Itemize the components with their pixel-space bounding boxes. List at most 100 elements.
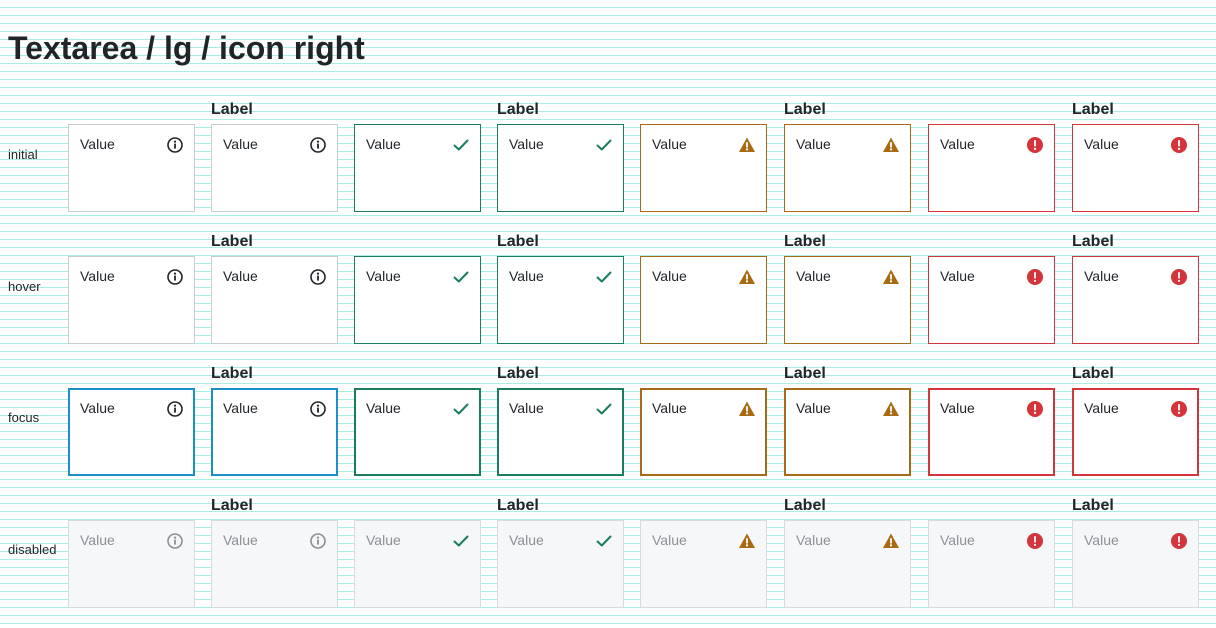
warning-triangle-icon — [738, 532, 756, 550]
textarea-value: Value — [796, 532, 831, 548]
textarea-value: Value — [1084, 268, 1119, 284]
field-label: Label — [1072, 365, 1114, 382]
textarea-error-labeled: Value — [1072, 520, 1199, 608]
field-label: Label — [784, 365, 826, 382]
textarea-success[interactable]: Value — [354, 256, 481, 344]
textarea-neutral[interactable]: Value — [68, 388, 195, 476]
info-circle-icon — [309, 136, 327, 154]
textarea-neutral-labeled[interactable]: Value — [211, 256, 338, 344]
checkmark-icon — [452, 136, 470, 154]
textarea-neutral-labeled[interactable]: Value — [211, 388, 338, 476]
checkmark-icon — [595, 136, 613, 154]
textarea-neutral[interactable]: Value — [68, 256, 195, 344]
textarea-success[interactable]: Value — [354, 388, 481, 476]
field-label: Label — [497, 101, 539, 118]
textarea-neutral[interactable]: Value — [68, 124, 195, 212]
textarea-error: Value — [928, 520, 1055, 608]
field-label: Label — [497, 497, 539, 514]
error-circle-icon — [1170, 400, 1188, 418]
info-circle-icon — [309, 532, 327, 550]
textarea-value: Value — [366, 136, 401, 152]
textarea-error[interactable]: Value — [928, 256, 1055, 344]
checkmark-icon — [452, 532, 470, 550]
error-circle-icon — [1026, 532, 1044, 550]
textarea-value: Value — [1084, 136, 1119, 152]
field-label: Label — [211, 101, 253, 118]
textarea-warning: Value — [640, 520, 767, 608]
textarea-success[interactable]: Value — [354, 124, 481, 212]
error-circle-icon — [1026, 400, 1044, 418]
error-circle-icon — [1170, 136, 1188, 154]
textarea-warning[interactable]: Value — [640, 256, 767, 344]
textarea-value: Value — [366, 400, 401, 416]
checkmark-icon — [595, 400, 613, 418]
textarea-warning-labeled[interactable]: Value — [784, 256, 911, 344]
textarea-success-labeled[interactable]: Value — [497, 256, 624, 344]
textarea-value: Value — [366, 268, 401, 284]
textarea-value: Value — [796, 400, 831, 416]
textarea-value: Value — [652, 268, 687, 284]
info-circle-icon — [166, 400, 184, 418]
error-circle-icon — [1170, 532, 1188, 550]
info-circle-icon — [309, 400, 327, 418]
textarea-error-labeled[interactable]: Value — [1072, 388, 1199, 476]
textarea-success-labeled[interactable]: Value — [497, 124, 624, 212]
field-label: Label — [1072, 101, 1114, 118]
textarea-value: Value — [223, 400, 258, 416]
textarea-value: Value — [652, 136, 687, 152]
textarea-value: Value — [80, 268, 115, 284]
field-label: Label — [211, 497, 253, 514]
warning-triangle-icon — [738, 268, 756, 286]
textarea-error-labeled[interactable]: Value — [1072, 124, 1199, 212]
textarea-value: Value — [940, 400, 975, 416]
textarea-value: Value — [940, 136, 975, 152]
warning-triangle-icon — [738, 400, 756, 418]
field-label: Label — [784, 497, 826, 514]
info-circle-icon — [166, 532, 184, 550]
textarea-error[interactable]: Value — [928, 388, 1055, 476]
error-circle-icon — [1026, 136, 1044, 154]
textarea-error-labeled[interactable]: Value — [1072, 256, 1199, 344]
textarea-value: Value — [652, 400, 687, 416]
textarea-value: Value — [940, 532, 975, 548]
info-circle-icon — [309, 268, 327, 286]
textarea-value: Value — [509, 268, 544, 284]
textarea-value: Value — [509, 136, 544, 152]
textarea-success-labeled: Value — [497, 520, 624, 608]
textarea-warning[interactable]: Value — [640, 124, 767, 212]
field-label: Label — [1072, 497, 1114, 514]
textarea-neutral: Value — [68, 520, 195, 608]
page-title: Textarea / lg / icon right — [8, 30, 365, 66]
checkmark-icon — [452, 400, 470, 418]
textarea-value: Value — [796, 136, 831, 152]
field-label: Label — [211, 365, 253, 382]
textarea-value: Value — [1084, 532, 1119, 548]
textarea-value: Value — [940, 268, 975, 284]
textarea-value: Value — [223, 532, 258, 548]
textarea-value: Value — [223, 136, 258, 152]
warning-triangle-icon — [882, 532, 900, 550]
textarea-value: Value — [509, 532, 544, 548]
warning-triangle-icon — [738, 136, 756, 154]
state-label: disabled — [8, 542, 57, 557]
textarea-value: Value — [80, 400, 115, 416]
textarea-value: Value — [652, 532, 687, 548]
textarea-success-labeled[interactable]: Value — [497, 388, 624, 476]
warning-triangle-icon — [882, 268, 900, 286]
field-label: Label — [211, 233, 253, 250]
warning-triangle-icon — [882, 136, 900, 154]
checkmark-icon — [452, 268, 470, 286]
textarea-warning[interactable]: Value — [640, 388, 767, 476]
textarea-value: Value — [796, 268, 831, 284]
textarea-neutral-labeled[interactable]: Value — [211, 124, 338, 212]
checkmark-icon — [595, 532, 613, 550]
state-label: initial — [8, 147, 38, 162]
textarea-value: Value — [1084, 400, 1119, 416]
field-label: Label — [784, 101, 826, 118]
textarea-error[interactable]: Value — [928, 124, 1055, 212]
textarea-warning-labeled[interactable]: Value — [784, 388, 911, 476]
info-circle-icon — [166, 136, 184, 154]
textarea-warning-labeled[interactable]: Value — [784, 124, 911, 212]
